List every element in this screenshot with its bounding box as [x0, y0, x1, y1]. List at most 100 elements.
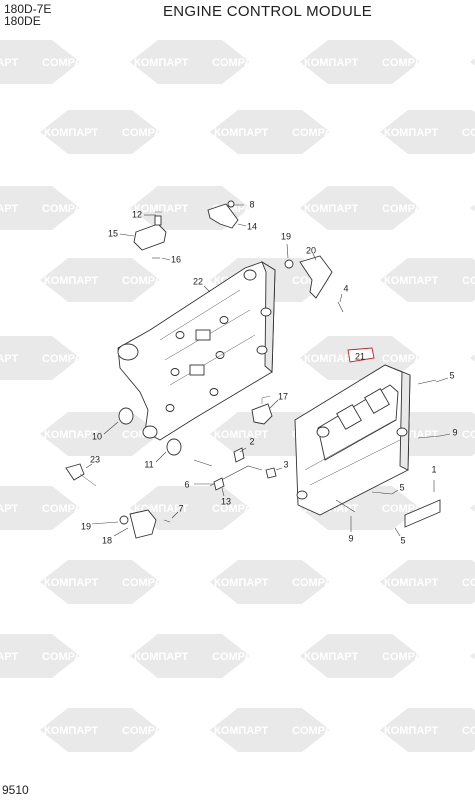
svg-text:КОМПАРТ: КОМПАРТ — [304, 353, 358, 365]
svg-text:КОМПАРТ: КОМПАРТ — [44, 725, 98, 737]
callout-leader-line — [435, 377, 449, 383]
callout-leader-line — [275, 467, 283, 471]
callout-leader-line — [394, 527, 401, 537]
svg-text:COMPART: COMPART — [462, 275, 475, 287]
svg-text:КОМПАРТ: КОМПАРТ — [44, 275, 98, 287]
bracket-plate-22 — [117, 260, 276, 441]
callout-leader-line — [339, 293, 343, 303]
bolt-7 — [163, 519, 171, 523]
callout-labels: 1234555678991011121314151617181919202122… — [81, 199, 458, 545]
callout-leader-line — [91, 521, 119, 525]
svg-text:COMPART: COMPART — [292, 725, 347, 737]
svg-text:КОМПАРТ: КОМПАРТ — [214, 725, 268, 737]
callout-number-9: 9 — [452, 427, 457, 437]
svg-text:COMPART: COMPART — [382, 203, 437, 215]
svg-text:КОМПАРТ: КОМПАРТ — [0, 651, 18, 663]
svg-text:COMPART: COMPART — [292, 127, 347, 139]
callout-number-5: 5 — [400, 535, 405, 545]
pressure-sensor-15 — [133, 211, 167, 251]
bolt-5b — [371, 491, 393, 495]
callout-21-tag — [347, 347, 375, 363]
svg-text:COMPART: COMPART — [212, 57, 267, 69]
callout-leader-line — [391, 489, 399, 495]
svg-text:COMPART: COMPART — [212, 503, 267, 515]
callout-leader-line — [113, 527, 129, 537]
callout-leader-line — [119, 233, 135, 237]
svg-text:COMPART: COMPART — [382, 353, 437, 365]
callout-number-10: 10 — [92, 431, 102, 441]
svg-text:COMPART: COMPART — [122, 725, 177, 737]
svg-text:КОМПАРТ: КОМПАРТ — [214, 127, 268, 139]
label-plate — [404, 499, 441, 528]
page-number: 9510 — [2, 783, 29, 797]
watermark-tile: КОМПАРТ COMPART — [300, 186, 437, 230]
bolt-4 — [337, 301, 344, 313]
callout-leader-line — [312, 253, 317, 261]
engine-control-module-1 — [294, 364, 411, 516]
svg-text:КОМПАРТ: КОМПАРТ — [304, 203, 358, 215]
callout-number-19: 19 — [81, 521, 91, 531]
model-number-primary: 180D-7E — [4, 2, 52, 16]
callout-number-19: 19 — [281, 231, 291, 241]
callout-number-21: 21 — [355, 351, 365, 361]
watermark-tile: КОМПАРТ COMPART — [300, 634, 437, 678]
sensor-18 — [119, 509, 157, 539]
svg-text:КОМПАРТ: КОМПАРТ — [214, 429, 268, 441]
watermark-tile: КОМПАРТ COMPART — [40, 708, 177, 752]
watermark-tile: КОМПАРТ COMPART — [0, 40, 97, 84]
callout-number-4: 4 — [343, 283, 348, 293]
bolt-9b — [335, 499, 356, 513]
callout-number-14: 14 — [247, 221, 257, 231]
callout-number-2: 2 — [249, 436, 254, 446]
watermark-tile: КОМПАРТ COMPART — [300, 40, 437, 84]
callout-number-18: 18 — [102, 535, 112, 545]
svg-text:COMPART: COMPART — [42, 503, 97, 515]
callout-leader-line — [286, 243, 289, 259]
callout-number-20: 20 — [306, 245, 316, 255]
svg-text:COMPART: COMPART — [42, 203, 97, 215]
sensor-23 — [65, 463, 97, 487]
callout-leader-line — [85, 463, 93, 469]
watermark-tile: КОМПАРТ COMPART — [210, 708, 347, 752]
callout-number-13: 13 — [221, 496, 231, 506]
crankshaft-sensor-20 — [284, 255, 333, 299]
svg-text:COMPART: COMPART — [462, 725, 475, 737]
svg-text:COMPART: COMPART — [42, 57, 97, 69]
svg-text:КОМПАРТ: КОМПАРТ — [0, 57, 18, 69]
callout-number-17: 17 — [278, 391, 288, 401]
callout-leader-line — [155, 451, 167, 463]
callout-number-5: 5 — [399, 482, 404, 492]
callout-number-16: 16 — [171, 254, 181, 264]
svg-text:КОМПАРТ: КОМПАРТ — [384, 577, 438, 589]
watermark-tile: КОМПАРТ COMPART — [210, 110, 347, 154]
svg-text:КОМПАРТ: КОМПАРТ — [0, 503, 18, 515]
bolt-5a — [417, 379, 437, 385]
callout-leader-line — [237, 223, 247, 227]
svg-text:COMPART: COMPART — [122, 127, 177, 139]
callout-number-9: 9 — [348, 533, 353, 543]
nut-3 — [265, 467, 277, 479]
svg-text:COMPART: COMPART — [292, 577, 347, 589]
callout-number-7: 7 — [178, 503, 183, 513]
svg-text:COMPART: COMPART — [382, 57, 437, 69]
model-number-secondary: 180DE — [4, 14, 41, 28]
svg-text:КОМПАРТ: КОМПАРТ — [304, 651, 358, 663]
callout-number-3: 3 — [283, 459, 288, 469]
callout-number-11: 11 — [144, 459, 153, 469]
callout-leader-line — [203, 285, 211, 293]
callout-number-5: 5 — [449, 370, 454, 380]
callout-leader-line — [103, 421, 119, 435]
svg-text:КОМПАРТ: КОМПАРТ — [44, 127, 98, 139]
svg-text:КОМПАРТ: КОМПАРТ — [304, 57, 358, 69]
svg-text:COMPART: COMPART — [382, 651, 437, 663]
